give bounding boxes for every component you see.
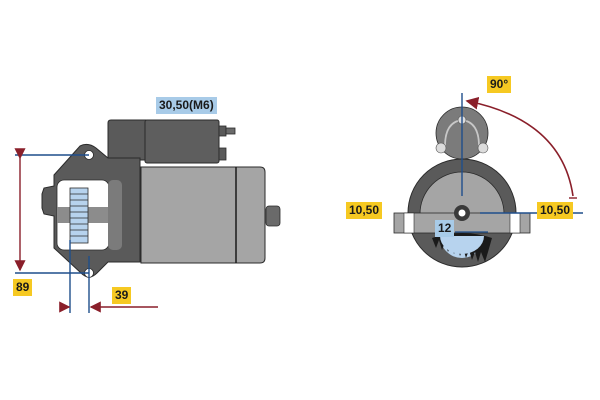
- terminal-size-label: 30,50(M6): [156, 97, 217, 114]
- terminal-bolt-left: [435, 142, 447, 154]
- front-pinion-gear: [432, 233, 492, 262]
- hole-spacing-label: 89: [13, 279, 33, 296]
- flange-offset-label: 39: [112, 287, 132, 304]
- mount-ear-left-slot: [403, 212, 415, 234]
- mount-ear-right-slot: [509, 212, 521, 234]
- pinion-teeth-label: 12: [435, 220, 455, 237]
- motor-end-shaft: [265, 205, 281, 227]
- center-shaft-inner: [458, 209, 466, 217]
- solenoid-terminal-stud: [225, 127, 236, 135]
- flange-rib: [108, 180, 122, 250]
- terminal-bolt-right: [477, 142, 489, 154]
- rotation-angle-arc: [465, 96, 574, 197]
- solenoid: [144, 119, 220, 164]
- left-mount-label: 10,50: [346, 202, 383, 219]
- rotation-angle-label: 90°: [487, 76, 512, 93]
- solenoid-terminal-bottom: [218, 147, 227, 161]
- pinion-gear: [69, 187, 89, 244]
- motor-body: [140, 166, 266, 264]
- solenoid-terminal-top: [218, 125, 227, 137]
- side-view: [14, 119, 281, 313]
- front-view: [393, 93, 583, 268]
- right-mount-label: 10,50: [537, 202, 574, 219]
